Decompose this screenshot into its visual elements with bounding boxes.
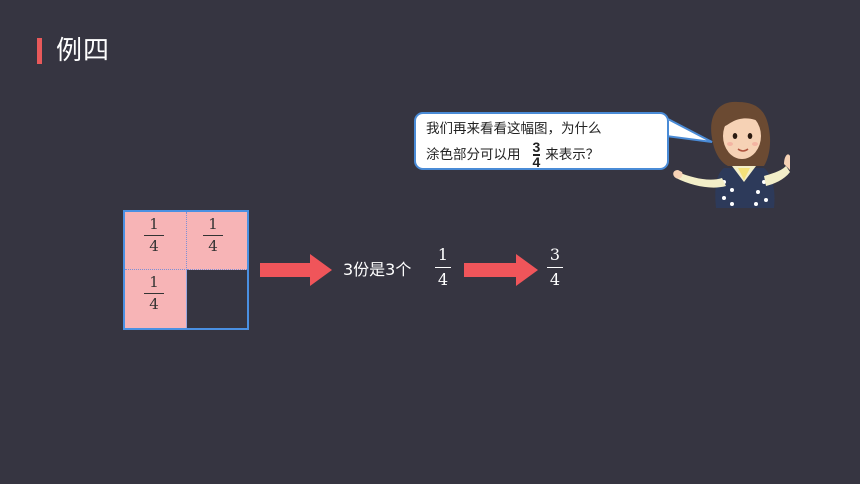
bubble-line-1: 我们再来看看这幅图，为什么 xyxy=(426,121,602,137)
fraction-numerator: 1 xyxy=(149,273,159,291)
middle-fraction-numerator: 1 xyxy=(437,245,449,264)
teacher-girl-illustration xyxy=(673,101,790,208)
middle-statement: 3份是3个 xyxy=(343,260,412,279)
result-fraction-numerator: 3 xyxy=(549,245,561,264)
cell-fraction: 1 4 xyxy=(144,216,164,255)
bubble-line-2-end: 来表示？ xyxy=(545,147,600,163)
grid-cell-bottom-right-unshaded xyxy=(187,270,247,328)
fraction-denominator: 4 xyxy=(149,295,159,313)
title-accent-bar xyxy=(37,38,42,64)
middle-fraction-denominator: 4 xyxy=(437,270,449,289)
cell-fraction: 1 4 xyxy=(144,274,164,313)
bubble-line-2-start: 涂色部分可以用 xyxy=(426,147,521,163)
fraction-denominator: 4 xyxy=(149,237,159,255)
fraction-numerator: 1 xyxy=(208,215,218,233)
page-title: 例四 xyxy=(56,36,111,66)
cell-fraction: 1 4 xyxy=(203,216,223,255)
fraction-numerator: 1 xyxy=(149,215,159,233)
grid-cell-bottom-left: 1 4 xyxy=(125,270,187,328)
bubble-fraction-denominator: 4 xyxy=(532,154,541,170)
fraction-denominator: 4 xyxy=(208,237,218,255)
right-arrow-1 xyxy=(260,254,332,286)
fraction-grid: 1 4 1 4 1 4 xyxy=(123,210,249,330)
grid-cell-top-left: 1 4 xyxy=(125,212,187,270)
result-fraction-denominator: 4 xyxy=(549,270,561,289)
middle-fraction: 1 4 xyxy=(435,246,451,289)
grid-cell-top-right: 1 4 xyxy=(187,212,247,270)
bubble-fraction-numerator: 3 xyxy=(532,139,541,155)
result-fraction: 3 4 xyxy=(547,246,563,289)
right-arrow-2 xyxy=(464,254,538,286)
